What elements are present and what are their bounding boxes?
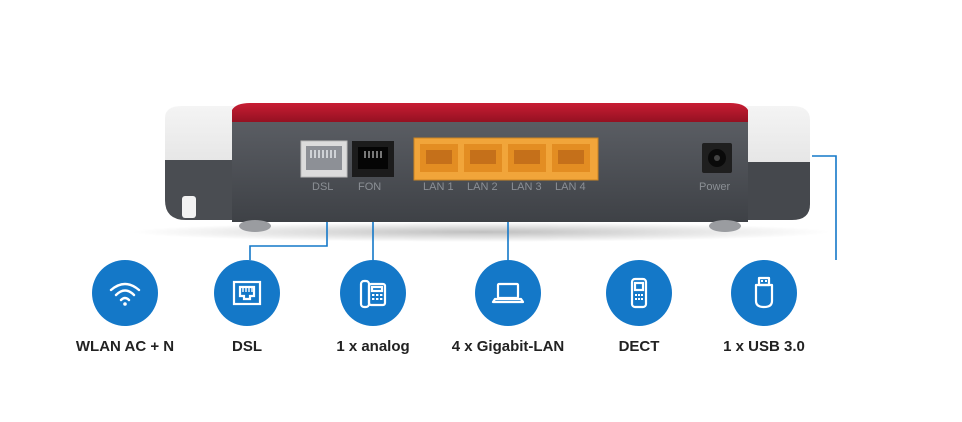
- left-end-cap: [165, 106, 240, 220]
- port-label-lan2: LAN 2: [467, 181, 498, 193]
- feature-label: 1 x USB 3.0: [723, 338, 805, 355]
- telephone-icon: [340, 260, 406, 326]
- feature-label: WLAN AC + N: [75, 338, 175, 355]
- port-label-dsl: DSL: [312, 181, 334, 193]
- feature-label: 4 x Gigabit-LAN: [451, 338, 565, 355]
- floor-shadow: [131, 222, 831, 242]
- port-label-lan4: LAN 4: [555, 181, 586, 193]
- left-foot: [239, 220, 271, 232]
- port-label-power: Power: [699, 181, 731, 193]
- feature-label: DSL: [232, 338, 262, 355]
- power-jack: [702, 143, 732, 173]
- feature-gigabit-lan: 4 x Gigabit-LAN: [438, 260, 578, 355]
- connector-lines: [249, 155, 837, 260]
- feature-analog: 1 x analog: [303, 260, 443, 355]
- fon-port: [352, 141, 394, 177]
- lan-port-4: [552, 144, 590, 172]
- lan-port-3: [508, 144, 546, 172]
- feature-usb: 1 x USB 3.0: [694, 260, 834, 355]
- port-label-fon: FON: [358, 181, 382, 193]
- red-top-strip: [232, 103, 748, 124]
- port-label-lan3: LAN 3: [511, 181, 542, 193]
- lan-port-2: [464, 144, 502, 172]
- dsl-port: [300, 140, 348, 178]
- wifi-icon: [92, 260, 158, 326]
- lan-port-1: [420, 144, 458, 172]
- connector-usb: [812, 155, 837, 260]
- feature-wlan: WLAN AC + N: [55, 260, 195, 355]
- lan-port-block: [413, 137, 599, 181]
- router-rear-view: [131, 103, 837, 260]
- feature-dsl: DSL: [177, 260, 317, 355]
- ethernet-port-icon: [214, 260, 280, 326]
- feature-label: 1 x analog: [336, 338, 410, 355]
- right-end-cap: [740, 106, 810, 220]
- feature-label: DECT: [618, 338, 660, 355]
- connector-dsl: [249, 222, 328, 260]
- right-foot: [709, 220, 741, 232]
- feature-dect: DECT: [569, 260, 709, 355]
- cordless-phone-icon: [606, 260, 672, 326]
- port-label-lan1: LAN 1: [423, 181, 454, 193]
- usb-icon: [731, 260, 797, 326]
- laptop-icon: [475, 260, 541, 326]
